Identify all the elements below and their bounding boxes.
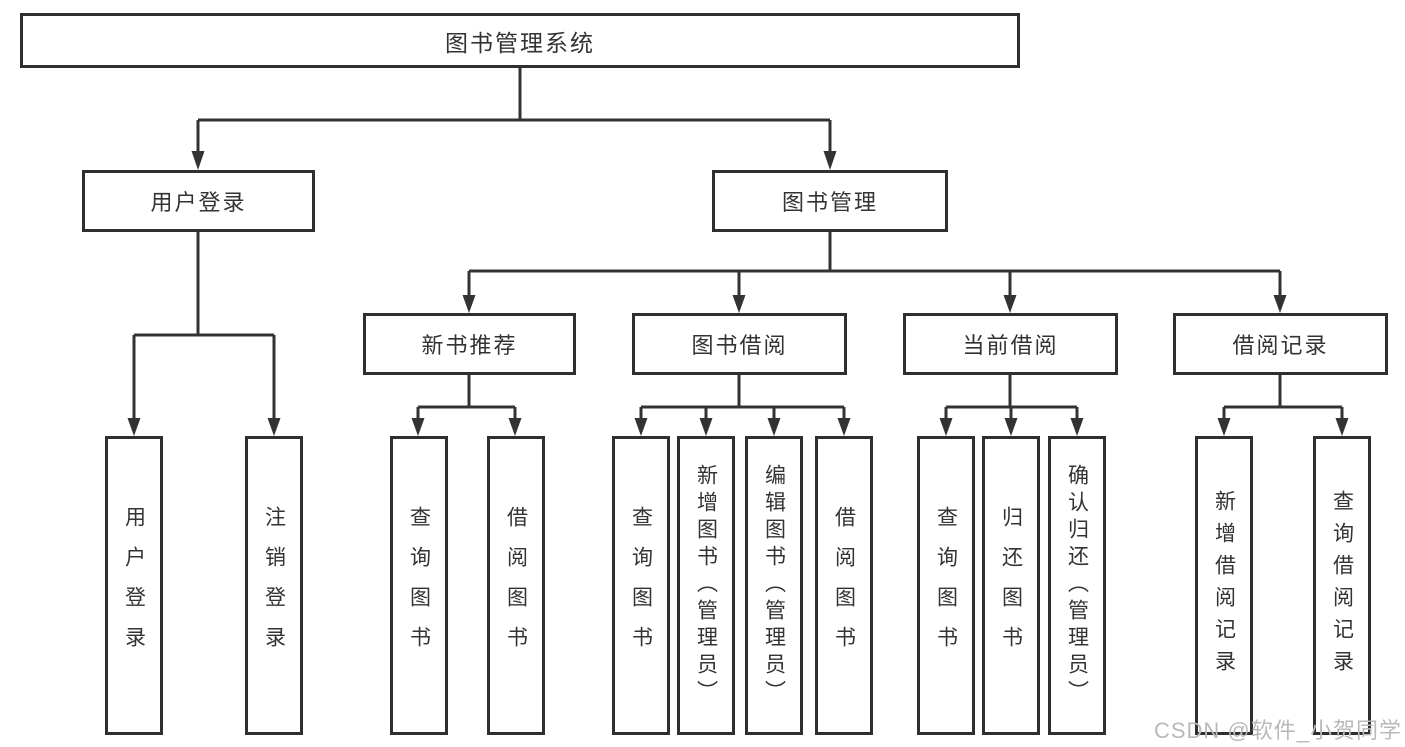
csdn-watermark: CSDN @软件_小贺同学 (1153, 718, 1402, 743)
leaf-label: 注销登录 (262, 505, 286, 666)
leaf-add-borrow-record: 新增借阅记录 (1195, 436, 1253, 735)
leaf-user-login: 用户登录 (105, 436, 163, 735)
leaf-query-books-1: 查询图书 (390, 436, 448, 735)
leaf-label: 查询借阅记录 (1330, 489, 1354, 682)
node-new-book-recommend: 新书推荐 (363, 313, 576, 375)
leaf-return-books: 归还图书 (982, 436, 1040, 735)
node-book-borrow: 图书借阅 (632, 313, 847, 375)
node-user-login-branch: 用户登录 (82, 170, 315, 232)
leaf-label: 借阅图书 (504, 505, 528, 666)
node-label: 图书管理系统 (445, 29, 595, 56)
node-current-borrow: 当前借阅 (903, 313, 1118, 375)
leaf-confirm-return-admin: 确认归还（管理员） (1048, 436, 1106, 735)
node-root-system: 图书管理系统 (20, 13, 1020, 68)
leaf-label: 查询图书 (934, 505, 958, 666)
leaf-add-books-admin: 新增图书（管理员） (677, 436, 735, 735)
node-book-management-branch: 图书管理 (712, 170, 948, 232)
leaf-borrow-books-2: 借阅图书 (815, 436, 873, 735)
node-label: 新书推荐 (421, 333, 518, 358)
leaf-logout: 注销登录 (245, 436, 303, 735)
leaf-label: 用户登录 (122, 505, 146, 666)
leaf-label: 新增图书（管理员） (694, 464, 718, 707)
leaf-label: 查询图书 (407, 505, 431, 666)
leaf-label: 归还图书 (999, 505, 1023, 666)
node-label: 借阅记录 (1232, 333, 1329, 358)
leaf-query-books-3: 查询图书 (917, 436, 975, 735)
leaf-borrow-books-1: 借阅图书 (487, 436, 545, 735)
node-label: 图书借阅 (691, 333, 788, 358)
leaf-label: 查询图书 (629, 505, 653, 666)
node-label: 当前借阅 (962, 333, 1059, 358)
node-label: 用户登录 (150, 190, 247, 215)
leaf-label: 编辑图书（管理员） (762, 464, 786, 707)
leaf-query-books-2: 查询图书 (612, 436, 670, 735)
leaf-label: 新增借阅记录 (1212, 489, 1236, 682)
node-borrow-records: 借阅记录 (1173, 313, 1388, 375)
node-label: 图书管理 (781, 190, 878, 215)
leaf-label: 借阅图书 (832, 505, 856, 666)
leaf-edit-books-admin: 编辑图书（管理员） (745, 436, 803, 735)
leaf-label: 确认归还（管理员） (1065, 464, 1089, 707)
leaf-query-borrow-record: 查询借阅记录 (1313, 436, 1371, 735)
